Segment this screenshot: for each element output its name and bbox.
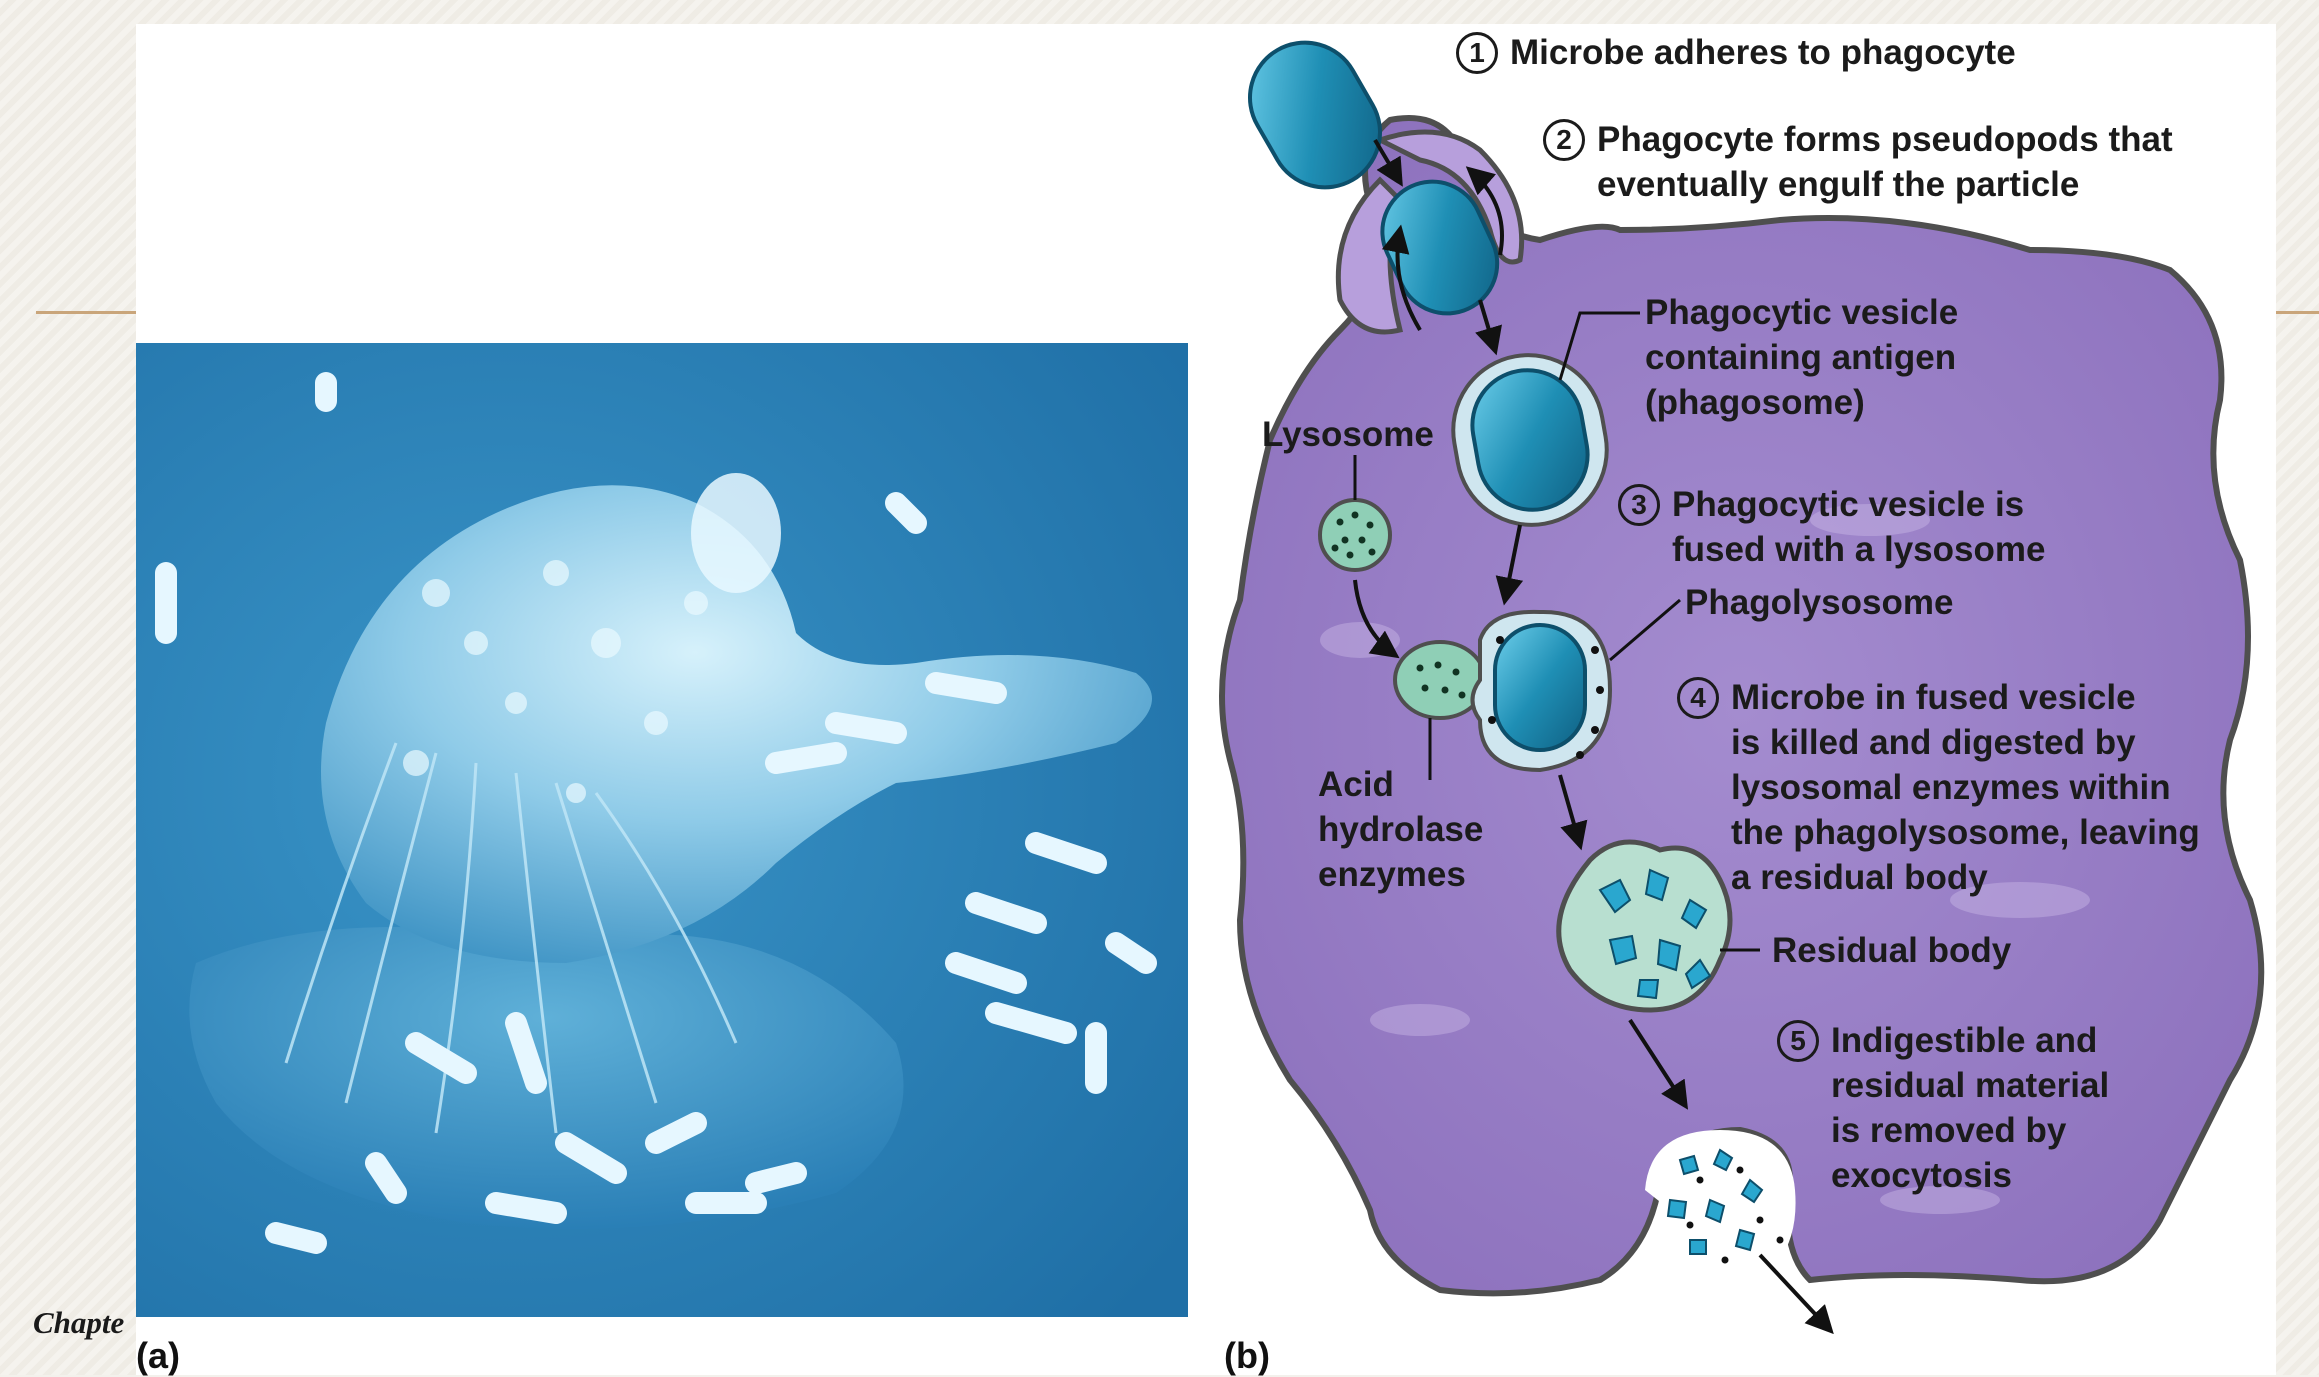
- step-3-text: Phagocytic vesicle is fused with a lysos…: [1672, 485, 2046, 569]
- left-rule: [36, 311, 136, 314]
- label-acid-hydrolase: Acid hydrolase enzymes: [1318, 765, 1484, 894]
- microbe-adhering: [1248, 40, 1382, 190]
- step-5: 5 Indigestible and residual material is r…: [1777, 1018, 2109, 1198]
- label-phagolysosome: Phagolysosome: [1685, 583, 1954, 622]
- microbe-in-phagosome: [1470, 368, 1590, 512]
- label-phagocytic-vesicle: Phagocytic vesicle containing antigen (p…: [1645, 293, 1959, 422]
- step-2-text: Phagocyte forms pseudopods that eventual…: [1597, 120, 2173, 204]
- step-2-number: 2: [1543, 119, 1585, 161]
- panel-b-label: (b): [1224, 1335, 1270, 1376]
- lysosome: [1318, 498, 1392, 572]
- panel-a-label: (a): [136, 1335, 180, 1376]
- right-rule: [2276, 311, 2319, 314]
- step-2: 2 Phagocyte forms pseudopods that eventua…: [1543, 117, 2173, 207]
- step-1-text: Microbe adheres to phagocyte: [1510, 33, 2016, 72]
- step-1: 1 Microbe adheres to phagocyte: [1456, 30, 2016, 75]
- step-3-number: 3: [1618, 484, 1660, 526]
- step-4-text: Microbe in fused vesicle is killed and d…: [1731, 678, 2200, 897]
- label-lysosome: Lysosome: [1262, 415, 1434, 454]
- chapter-footer: Chapte: [33, 1305, 125, 1340]
- step-5-number: 5: [1777, 1020, 1819, 1062]
- step-4: 4 Microbe in fused vesicle is killed and …: [1677, 675, 2200, 900]
- label-residual-body: Residual body: [1772, 931, 2012, 970]
- step-5-text: Indigestible and residual material is re…: [1831, 1021, 2110, 1195]
- microbe-engulfed: [1380, 179, 1500, 316]
- micrograph-macrophage: [136, 343, 1188, 1317]
- step-4-number: 4: [1677, 677, 1719, 719]
- step-3: 3 Phagocytic vesicle is fused with a lyso…: [1618, 482, 2045, 572]
- residual-body: [1556, 839, 1733, 1013]
- step-1-number: 1: [1456, 32, 1498, 74]
- microbe-in-phagolysosome: [1493, 623, 1587, 752]
